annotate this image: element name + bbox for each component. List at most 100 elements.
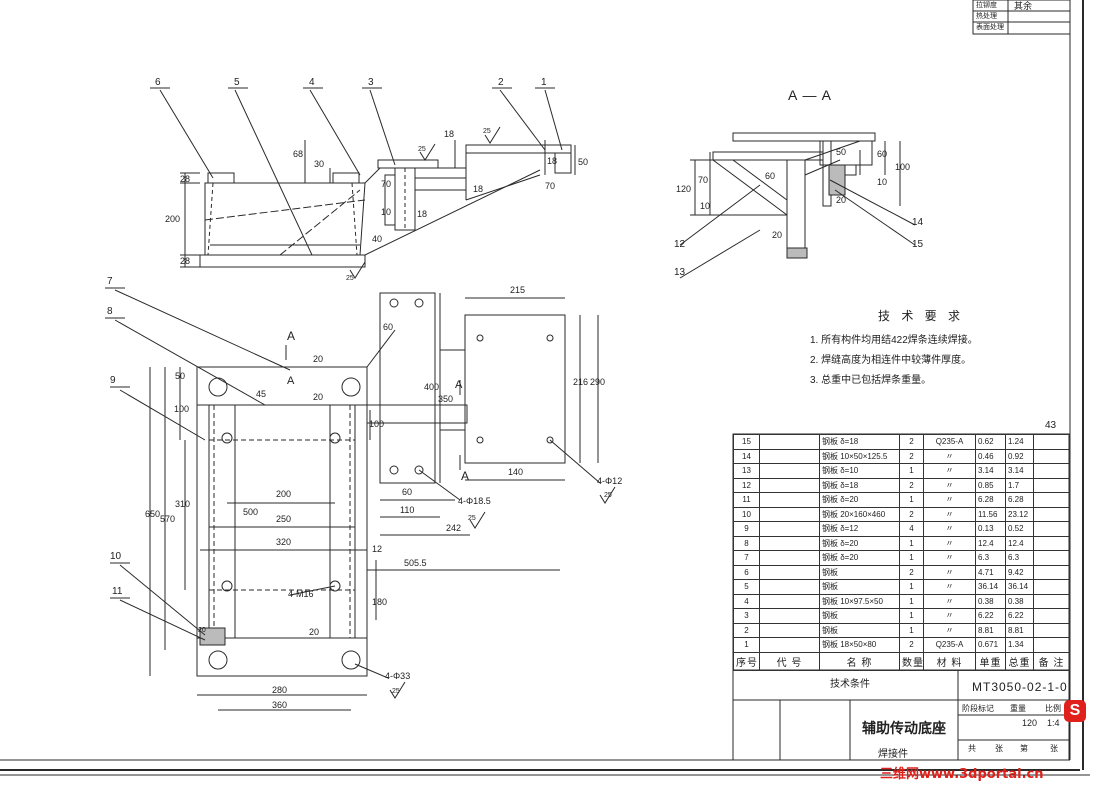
dim: 60 [402, 487, 413, 497]
bom-cell-unit: 8.81 [975, 622, 1006, 638]
bom-cell-mat: 〃 [923, 463, 976, 479]
bom-cell-total: 8.81 [1005, 622, 1034, 638]
bom-cell-name: 钢板 18×50×80 [819, 637, 900, 653]
plan-view [105, 287, 616, 711]
bom-cell-name: 钢板 10×97.5×50 [819, 593, 900, 609]
section-view [679, 132, 916, 279]
dim: 50 [175, 371, 186, 381]
bom-header-cell: 序号 [733, 651, 760, 671]
dim: 70 [381, 179, 392, 189]
balloon-7: 7 [107, 276, 113, 287]
bom-cell-note [1033, 622, 1070, 638]
dim: 250 [276, 514, 292, 524]
bom-cell-code [759, 535, 820, 551]
bom-header-cell: 备 注 [1033, 651, 1070, 671]
bom-cell-total: 36.14 [1005, 579, 1034, 595]
sheet-label: 共 [968, 744, 976, 753]
roughness: 25 [483, 128, 491, 135]
dim: 100 [174, 404, 190, 414]
scale-label-2: 重量 [1010, 704, 1026, 713]
callout: 4-Φ18.5 [458, 496, 491, 506]
bom-cell-qty: 2 [899, 564, 924, 580]
bom-cell-note [1033, 434, 1070, 450]
roughness: 25 [604, 492, 612, 499]
bom-cell-qty: 1 [899, 463, 924, 479]
bom-cell-total: 12.4 [1005, 535, 1034, 551]
bom-cell-name: 钢板 [819, 564, 900, 580]
dim: 18 [547, 156, 558, 166]
dim: 18 [473, 184, 484, 194]
drawing-number: MT3050-02-1-0 [972, 680, 1068, 694]
bom-cell-qty: 1 [899, 579, 924, 595]
dim: 200 [165, 214, 181, 224]
dim: 500 [243, 507, 259, 517]
bom-header-cell: 名 称 [819, 651, 900, 671]
callout: 4-M16 [288, 589, 314, 599]
dim: 650 [145, 509, 161, 519]
callout: 4-Φ33 [385, 671, 411, 681]
bom-cell-total: 0.52 [1005, 521, 1034, 537]
bom-cell-code [759, 608, 820, 624]
dim: 570 [160, 514, 176, 524]
bom-cell-note [1033, 448, 1070, 464]
dim: 60 [765, 171, 776, 181]
bom-cell-no: 15 [733, 434, 760, 450]
bom-cell-mat: 〃 [923, 506, 976, 522]
dim: 20 [836, 195, 847, 205]
bom-cell-name: 钢板 20×160×460 [819, 506, 900, 522]
requirements-title: 技 术 要 求 [878, 309, 965, 323]
balloon-6: 6 [155, 77, 161, 88]
bom-cell-no: 12 [733, 477, 760, 493]
bom-cell-no: 1 [733, 637, 760, 653]
dim: 50 [578, 157, 589, 167]
sheet-label: 张 [1050, 744, 1058, 753]
bom-cell-total: 9.42 [1005, 564, 1034, 580]
bom-cell-code [759, 593, 820, 609]
dim: 310 [175, 499, 191, 509]
dim: 18 [444, 129, 455, 139]
bom-cell-mat: 〃 [923, 535, 976, 551]
dim: 70 [545, 181, 556, 191]
balloon-3: 3 [368, 77, 374, 88]
bom-cell-unit: 4.71 [975, 564, 1006, 580]
bom-cell-note [1033, 608, 1070, 624]
bom-cell-name: 钢板 δ=20 [819, 535, 900, 551]
bom-cell-mat: Q235-A [923, 434, 976, 450]
dim: 10 [700, 201, 711, 211]
dim: 290 [590, 377, 606, 387]
bom-cell-note [1033, 506, 1070, 522]
balloon-12: 12 [674, 239, 686, 250]
bom-cell-unit: 6.3 [975, 550, 1006, 566]
bom-cell-no: 14 [733, 448, 760, 464]
bom-cell-unit: 11.56 [975, 506, 1006, 522]
bom-cell-no: 5 [733, 579, 760, 595]
dim: 45 [256, 389, 267, 399]
bom-cell-note [1033, 564, 1070, 580]
section-mark: A [287, 329, 296, 343]
bom-header-cell: 单重 [975, 651, 1006, 671]
bom-cell-total: 3.14 [1005, 463, 1034, 479]
bom-cell-unit: 0.46 [975, 448, 1006, 464]
dim: 18 [417, 209, 428, 219]
roughness: 25 [468, 515, 476, 522]
callout: 4-Φ12 [597, 476, 623, 486]
bom-cell-mat: 〃 [923, 477, 976, 493]
bom-cell-name: 钢板 δ=18 [819, 434, 900, 450]
bom-cell-mat: 〃 [923, 593, 976, 609]
bom-header-cell: 材 料 [923, 651, 976, 671]
roughness: 25 [346, 275, 354, 282]
bom-cell-name: 钢板 [819, 579, 900, 595]
bom-cell-mat: 〃 [923, 579, 976, 595]
sogou-logo-icon[interactable]: S [1064, 700, 1086, 722]
roughness: 25 [392, 688, 400, 695]
dim: 400 [424, 382, 440, 392]
bom-cell-note [1033, 477, 1070, 493]
scale-label-1: 阶段标记 [962, 704, 994, 713]
dim: 20 [198, 627, 206, 634]
